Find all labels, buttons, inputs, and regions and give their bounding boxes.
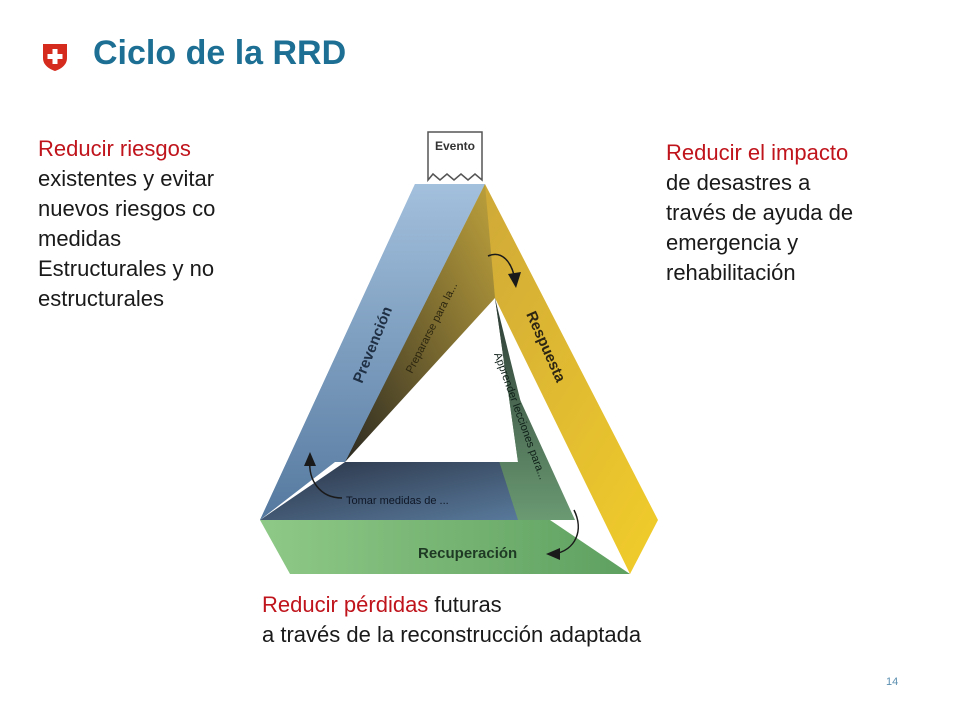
center-hole xyxy=(345,298,518,462)
arrow-head-response xyxy=(508,272,521,288)
prevention-description: Reducir riesgos existentes y evitar nuev… xyxy=(38,134,268,314)
prevention-line-5: estructurales xyxy=(38,286,164,311)
measures-label: Tomar medidas de ... xyxy=(346,495,449,507)
recovery-line-1-rest: futuras xyxy=(428,592,502,617)
drr-cycle-diagram: Evento Prevención Respuesta Recuperación… xyxy=(260,131,658,574)
prevention-strip xyxy=(260,184,485,520)
prevention-line-3: medidas xyxy=(38,226,122,251)
prevention-line-4: Estructurales y no xyxy=(38,256,215,281)
response-face xyxy=(415,184,658,574)
page-title: Ciclo de la RRD xyxy=(93,34,347,72)
arrow-head-prevention xyxy=(304,452,316,466)
response-description: Reducir el impacto de desastres a través… xyxy=(666,138,926,288)
recovery-description: Reducir pérdidas futuras a través de la … xyxy=(262,590,782,650)
prevention-highlight: Reducir riesgos xyxy=(38,136,191,161)
prevention-line-1: existentes y evitar xyxy=(38,166,215,191)
prepare-inner-face xyxy=(345,184,495,462)
event-label: Evento xyxy=(435,139,475,153)
response-line-2: través de ayuda de xyxy=(666,200,854,225)
response-line-3: emergencia y xyxy=(666,230,799,255)
measures-band xyxy=(260,462,550,520)
recovery-face xyxy=(260,520,630,574)
response-line-4: rehabilitación xyxy=(666,260,796,285)
page-number: 14 xyxy=(886,676,899,688)
learn-face xyxy=(495,298,575,520)
recovery-label: Recuperación xyxy=(418,545,517,562)
event-tag: Evento xyxy=(427,131,483,183)
arrow-head-recovery xyxy=(546,548,560,560)
prevention-line-2: nuevos riesgos co xyxy=(38,196,216,221)
response-highlight: Reducir el impacto xyxy=(666,140,849,165)
recovery-highlight: Reducir pérdidas xyxy=(262,592,429,617)
response-line-1: de desastres a xyxy=(666,170,811,195)
recovery-line-2: a través de la reconstrucción adaptada xyxy=(262,622,642,647)
recovery-line-1: Reducir pérdidas futuras xyxy=(262,590,782,620)
swiss-flag-icon xyxy=(43,44,67,71)
